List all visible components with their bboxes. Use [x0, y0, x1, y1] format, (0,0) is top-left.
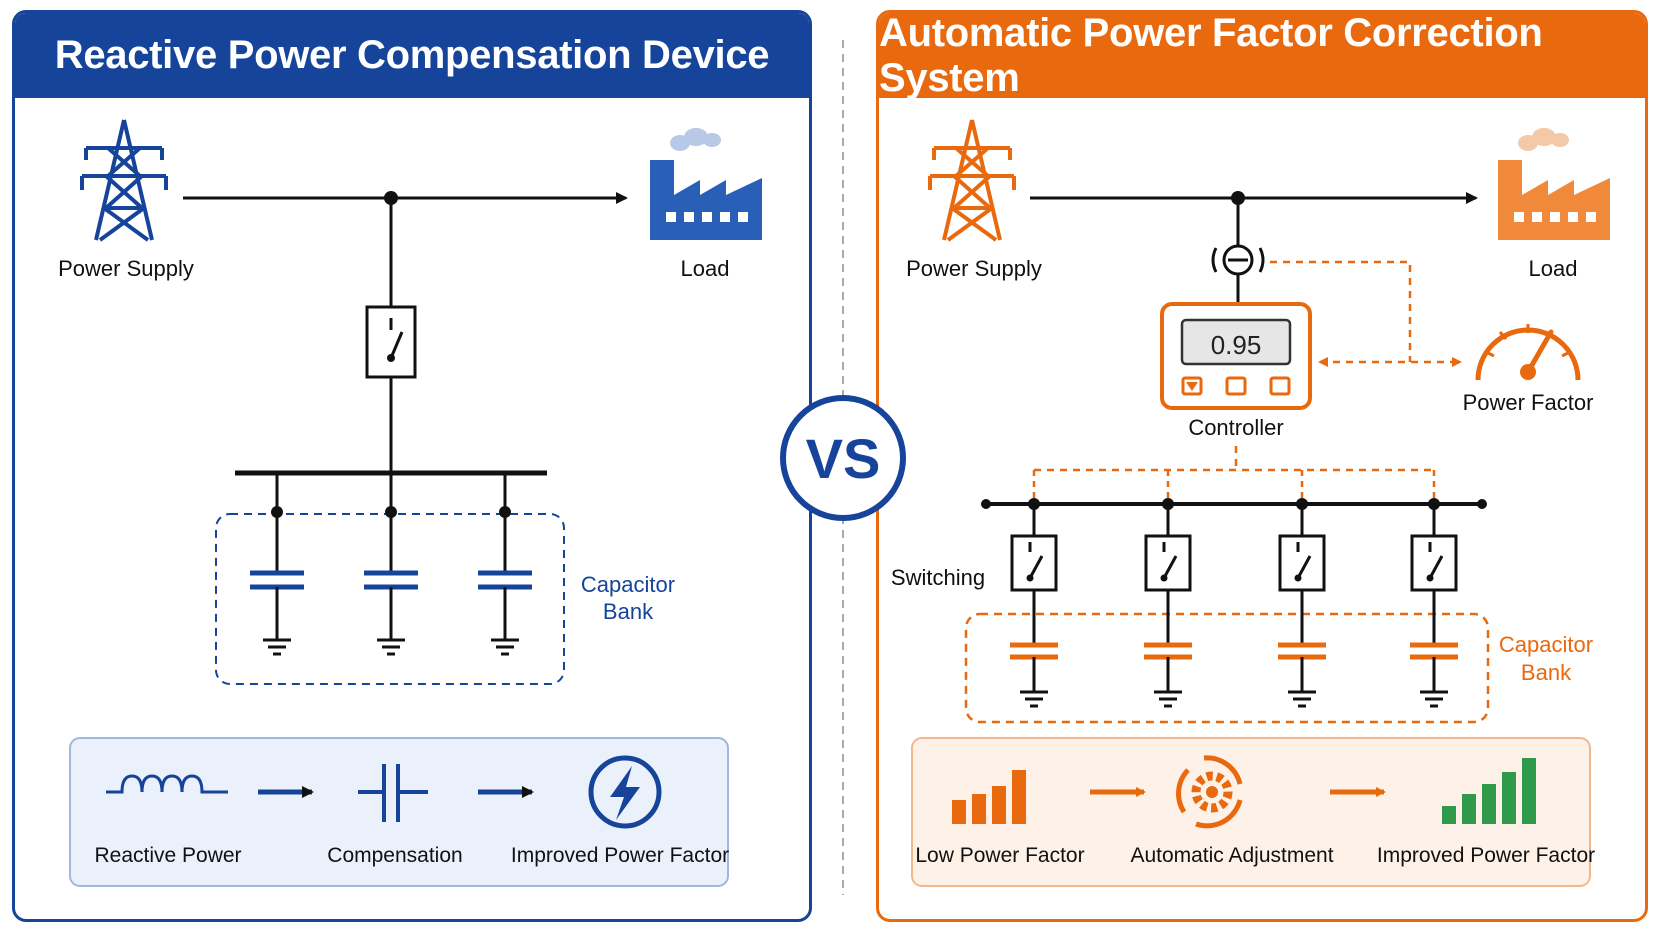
right-load-label: Load [1529, 256, 1578, 281]
controller-label: Controller [1188, 415, 1283, 440]
vs-badge: VS [780, 395, 906, 521]
right-switched-branch [1410, 498, 1458, 708]
inductor-icon [106, 774, 228, 794]
flow-label: Low Power Factor [915, 844, 1084, 867]
switching-label: Switching [891, 565, 985, 590]
flow-label: Improved Power Factor [511, 844, 729, 867]
power-tower-icon [928, 119, 1016, 242]
right-flow-box [911, 737, 1591, 887]
right-power-supply-label: Power Supply [906, 256, 1042, 281]
left-load-label: Load [681, 256, 730, 281]
right-switched-branch [1144, 498, 1192, 708]
left-capacitor-branch [478, 473, 532, 656]
right-switched-branch [1278, 498, 1326, 708]
lightning-icon [588, 755, 662, 829]
factory-icon [650, 128, 762, 240]
right-switched-branch [1010, 498, 1058, 708]
left-capacitor-bank-label: Bank [603, 599, 654, 624]
flow-label: Automatic Adjustment [1130, 844, 1333, 867]
power-tower-icon [80, 119, 168, 242]
right-capacitor-bank-label: Capacitor [1499, 632, 1593, 657]
left-capacitor-bank-label: Capacitor [581, 572, 675, 597]
vs-label: VS [806, 427, 881, 490]
flow-label: Reactive Power [94, 844, 241, 867]
current-sensor-icon [1211, 244, 1265, 276]
controller-display: 0.95 [1211, 330, 1262, 360]
flow-label: Compensation [327, 844, 462, 867]
left-capacitor-branch [250, 473, 304, 656]
power-factor-label: Power Factor [1463, 390, 1594, 415]
controller-device: 0.95 [1160, 302, 1312, 410]
left-panel-title: Reactive Power Compensation Device [15, 13, 809, 98]
bar-chart-low-icon [952, 770, 1026, 824]
flow-label: Improved Power Factor [1377, 844, 1595, 867]
left-switch [365, 305, 417, 379]
right-capacitor-bank-box [964, 612, 1490, 724]
right-capacitor-bank-label: Bank [1521, 660, 1572, 685]
factory-icon [1498, 128, 1610, 240]
capacitor-icon [358, 764, 428, 822]
bar-chart-high-icon [1442, 758, 1536, 824]
left-capacitor-branch [364, 473, 418, 656]
power-factor-gauge-icon [1475, 324, 1581, 381]
right-panel-title: Automatic Power Factor Correction System [879, 13, 1645, 100]
gear-cycle-icon [1176, 755, 1243, 829]
left-power-supply-label: Power Supply [58, 256, 194, 281]
